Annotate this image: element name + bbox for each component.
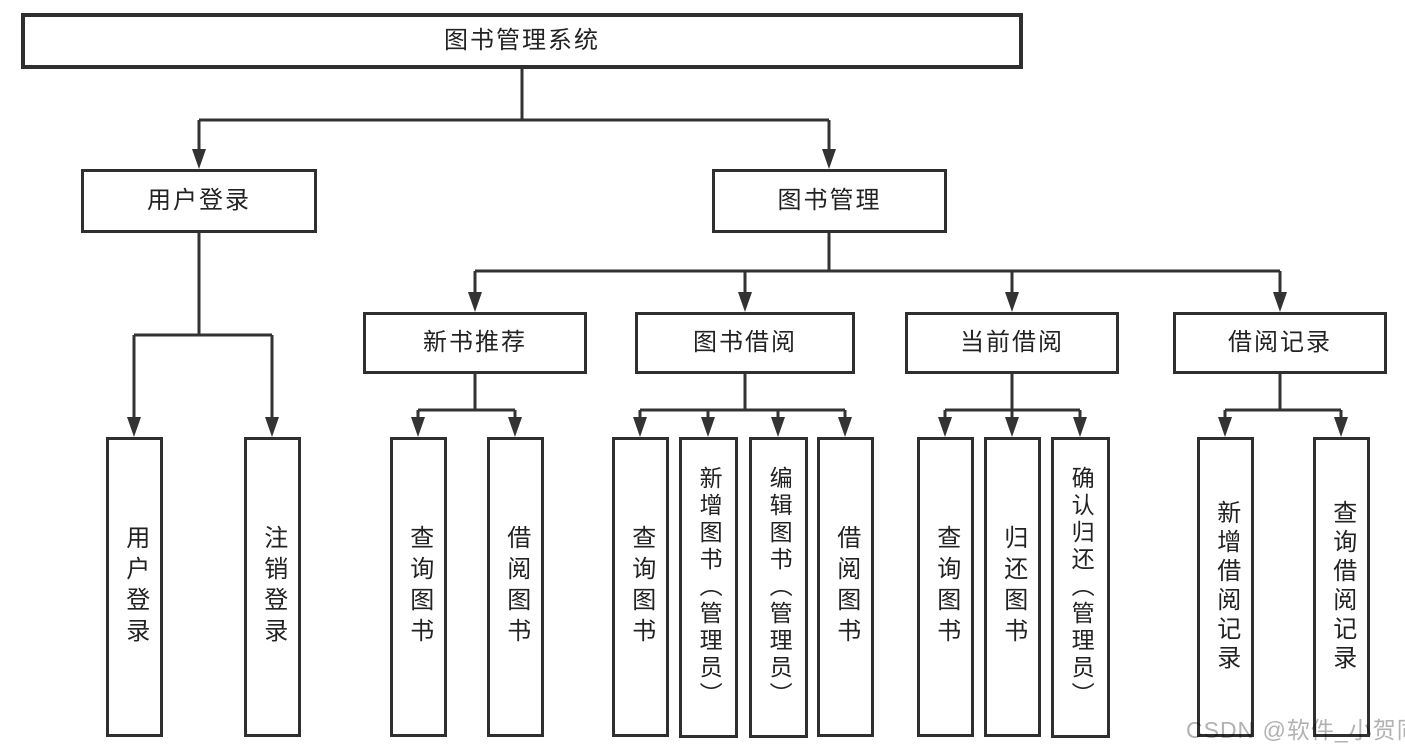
connector-current-borrow-leaves [943, 374, 1082, 420]
leaf-user-login-label: 用户登录 [121, 525, 149, 649]
node-book-borrow: 图书借阅 [635, 312, 855, 374]
connector-current-borrow-leaves-arrows [938, 417, 1087, 437]
connector-user-login-leaves [132, 233, 274, 420]
leaf-add-borrow-record-label: 新增借阅记录 [1212, 500, 1240, 674]
leaf-confirm-return-admin-label: 确认归还（管理员） [1068, 466, 1095, 709]
leaf-add-book-admin: 新增图书（管理员） [679, 437, 738, 738]
leaf-return-book-label: 归还图书 [999, 525, 1027, 649]
connector-book-management-sections [473, 233, 1282, 294]
node-user-login: 用户登录 [81, 169, 317, 233]
node-book-management-label: 图书管理 [777, 187, 882, 214]
connector-borrow-records-leaves-arrows [1218, 417, 1348, 437]
leaf-recommend-query-book: 查询图书 [390, 437, 447, 737]
leaf-current-query-book-label: 查询图书 [932, 525, 960, 649]
leaf-recommend-borrow-book-label: 借阅图书 [502, 525, 530, 649]
leaf-query-borrow-record-label: 查询借阅记录 [1328, 500, 1356, 674]
connector-root-branches [197, 69, 831, 152]
connector-book-management-sections-arrows [468, 292, 1287, 312]
leaf-user-login: 用户登录 [106, 437, 163, 737]
connector-root-branches-arrows [192, 149, 836, 169]
leaf-edit-book-admin-label: 编辑图书（管理员） [766, 466, 793, 709]
connector-book-borrow-leaves-arrows [633, 417, 852, 437]
leaf-recommend-borrow-book: 借阅图书 [487, 437, 544, 737]
leaf-logout-label: 注销登录 [259, 525, 287, 649]
node-new-book-recommend: 新书推荐 [363, 312, 587, 374]
node-library-system: 图书管理系统 [21, 13, 1023, 69]
connector-book-borrow-leaves [638, 374, 847, 420]
leaf-borrow-query-book-label: 查询图书 [627, 525, 655, 649]
node-current-borrow: 当前借阅 [905, 312, 1119, 374]
node-book-management: 图书管理 [712, 169, 947, 233]
connector-new-book-recommend-leaves [416, 374, 517, 420]
node-current-borrow-label: 当前借阅 [960, 329, 1064, 356]
leaf-query-borrow-record: 查询借阅记录 [1313, 437, 1370, 737]
node-new-book-recommend-label: 新书推荐 [423, 329, 527, 356]
node-user-login-label: 用户登录 [147, 187, 251, 214]
node-borrow-records: 借阅记录 [1173, 312, 1387, 374]
leaf-borrow-query-book: 查询图书 [612, 437, 669, 737]
node-library-system-label: 图书管理系统 [444, 27, 600, 54]
connector-new-book-recommend-leaves-arrows [411, 417, 522, 437]
leaf-confirm-return-admin: 确认归还（管理员） [1051, 437, 1110, 738]
leaf-logout: 注销登录 [244, 437, 301, 737]
csdn-watermark: CSDN @软件_小贺同学 [1186, 717, 1405, 743]
connector-user-login-leaves-arrows [127, 417, 279, 437]
leaf-current-query-book: 查询图书 [917, 437, 974, 737]
leaf-add-book-admin-label: 新增图书（管理员） [696, 466, 723, 709]
leaf-return-book: 归还图书 [984, 437, 1041, 737]
leaf-borrow-book-label: 借阅图书 [832, 525, 860, 649]
leaf-edit-book-admin: 编辑图书（管理员） [749, 437, 808, 738]
node-borrow-records-label: 借阅记录 [1228, 329, 1332, 356]
node-book-borrow-label: 图书借阅 [693, 329, 797, 356]
leaf-borrow-book: 借阅图书 [817, 437, 874, 737]
leaf-recommend-query-book-label: 查询图书 [405, 525, 433, 649]
connector-borrow-records-leaves [1223, 374, 1343, 420]
leaf-add-borrow-record: 新增借阅记录 [1197, 437, 1254, 737]
